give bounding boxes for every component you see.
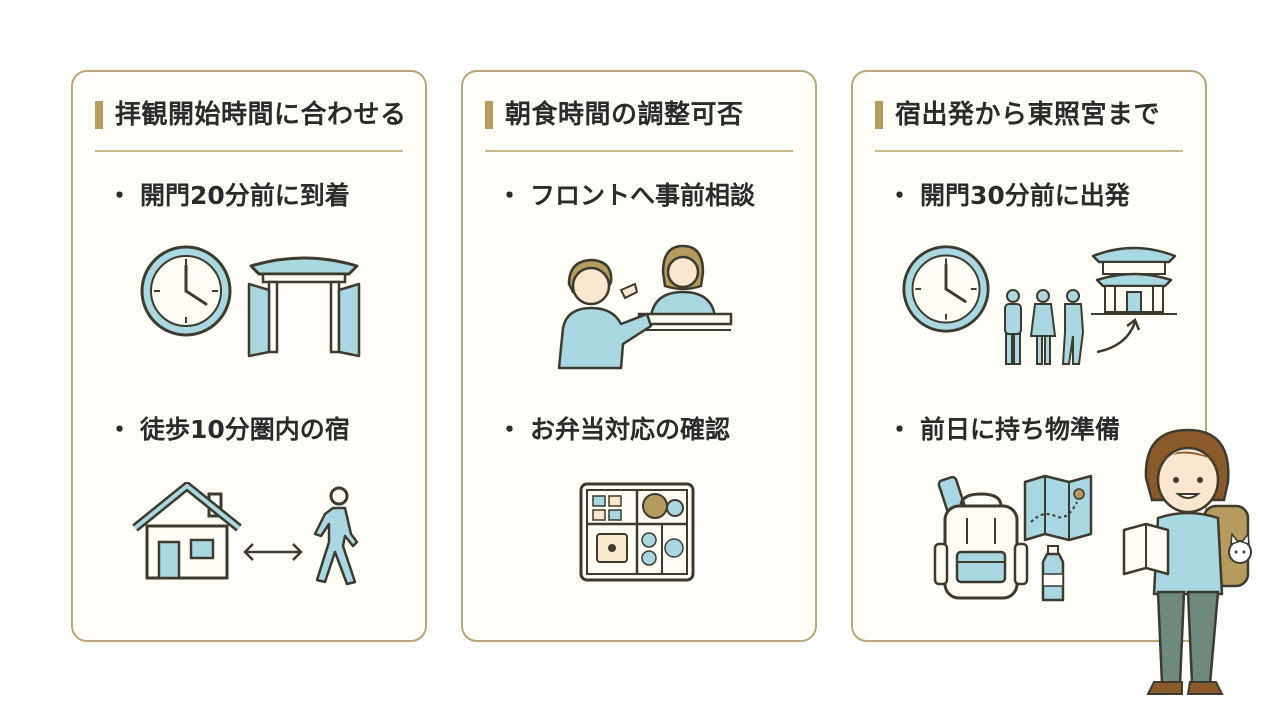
item-text: お弁当対応の確認	[530, 415, 731, 444]
item-text: 開門30分前に出発	[920, 181, 1130, 210]
card-visit-start-time: 拝観開始時間に合わせる ・開門20分前に到着 ・徒歩10分圏内の宿	[71, 70, 427, 642]
item-text: 徒歩10分圏内の宿	[140, 415, 350, 444]
card-departure-to-toshogu: 宿出発から東照宮まで ・開門30分前に出発	[851, 70, 1207, 642]
card-title: 拝観開始時間に合わせる	[115, 100, 407, 130]
clock-icon	[901, 244, 991, 334]
card-header: 朝食時間の調整可否	[485, 98, 793, 152]
header-accent-bar	[95, 101, 103, 129]
double-arrow-icon	[241, 540, 305, 564]
backpack-icon	[933, 472, 1029, 604]
item-label: ・フロントへ事前相談	[497, 180, 755, 212]
house-icon	[131, 482, 243, 582]
item-text: 前日に持ち物準備	[920, 415, 1121, 444]
item-text: 開門20分前に到着	[140, 181, 350, 210]
map-icon	[1023, 474, 1093, 542]
item-label: ・お弁当対応の確認	[497, 414, 730, 446]
water-bottle-icon	[1039, 544, 1067, 604]
bento-box-icon	[577, 478, 697, 588]
bullet: ・	[887, 181, 913, 210]
bullet: ・	[107, 415, 133, 444]
shrine-icon	[1089, 238, 1179, 316]
bullet: ・	[887, 415, 913, 444]
item-label: ・開門20分前に到着	[107, 180, 350, 212]
card-breakfast-time: 朝食時間の調整可否 ・フロントへ事前相談 ・お弁当対応の確認	[461, 70, 817, 642]
item-label: ・徒歩10分圏内の宿	[107, 414, 350, 446]
bullet: ・	[497, 181, 523, 210]
item-label: ・前日に持ち物準備	[887, 414, 1120, 446]
temple-gate-icon	[245, 244, 363, 360]
group-walking-icon	[999, 288, 1089, 368]
header-accent-bar	[485, 101, 493, 129]
clock-icon	[139, 244, 233, 338]
walking-person-icon	[311, 486, 361, 586]
header-accent-bar	[875, 101, 883, 129]
card-title: 宿出発から東照宮まで	[895, 100, 1161, 130]
card-header: 宿出発から東照宮まで	[875, 98, 1183, 152]
item-text: フロントへ事前相談	[530, 181, 756, 210]
card-header: 拝観開始時間に合わせる	[95, 98, 406, 152]
traveler-character-icon	[1118, 426, 1258, 700]
card-title: 朝食時間の調整可否	[505, 100, 744, 130]
front-desk-consultation-icon	[555, 232, 735, 372]
bullet: ・	[497, 415, 523, 444]
curved-arrow-icon	[1093, 316, 1143, 356]
item-label: ・開門30分前に出発	[887, 180, 1130, 212]
bullet: ・	[107, 181, 133, 210]
